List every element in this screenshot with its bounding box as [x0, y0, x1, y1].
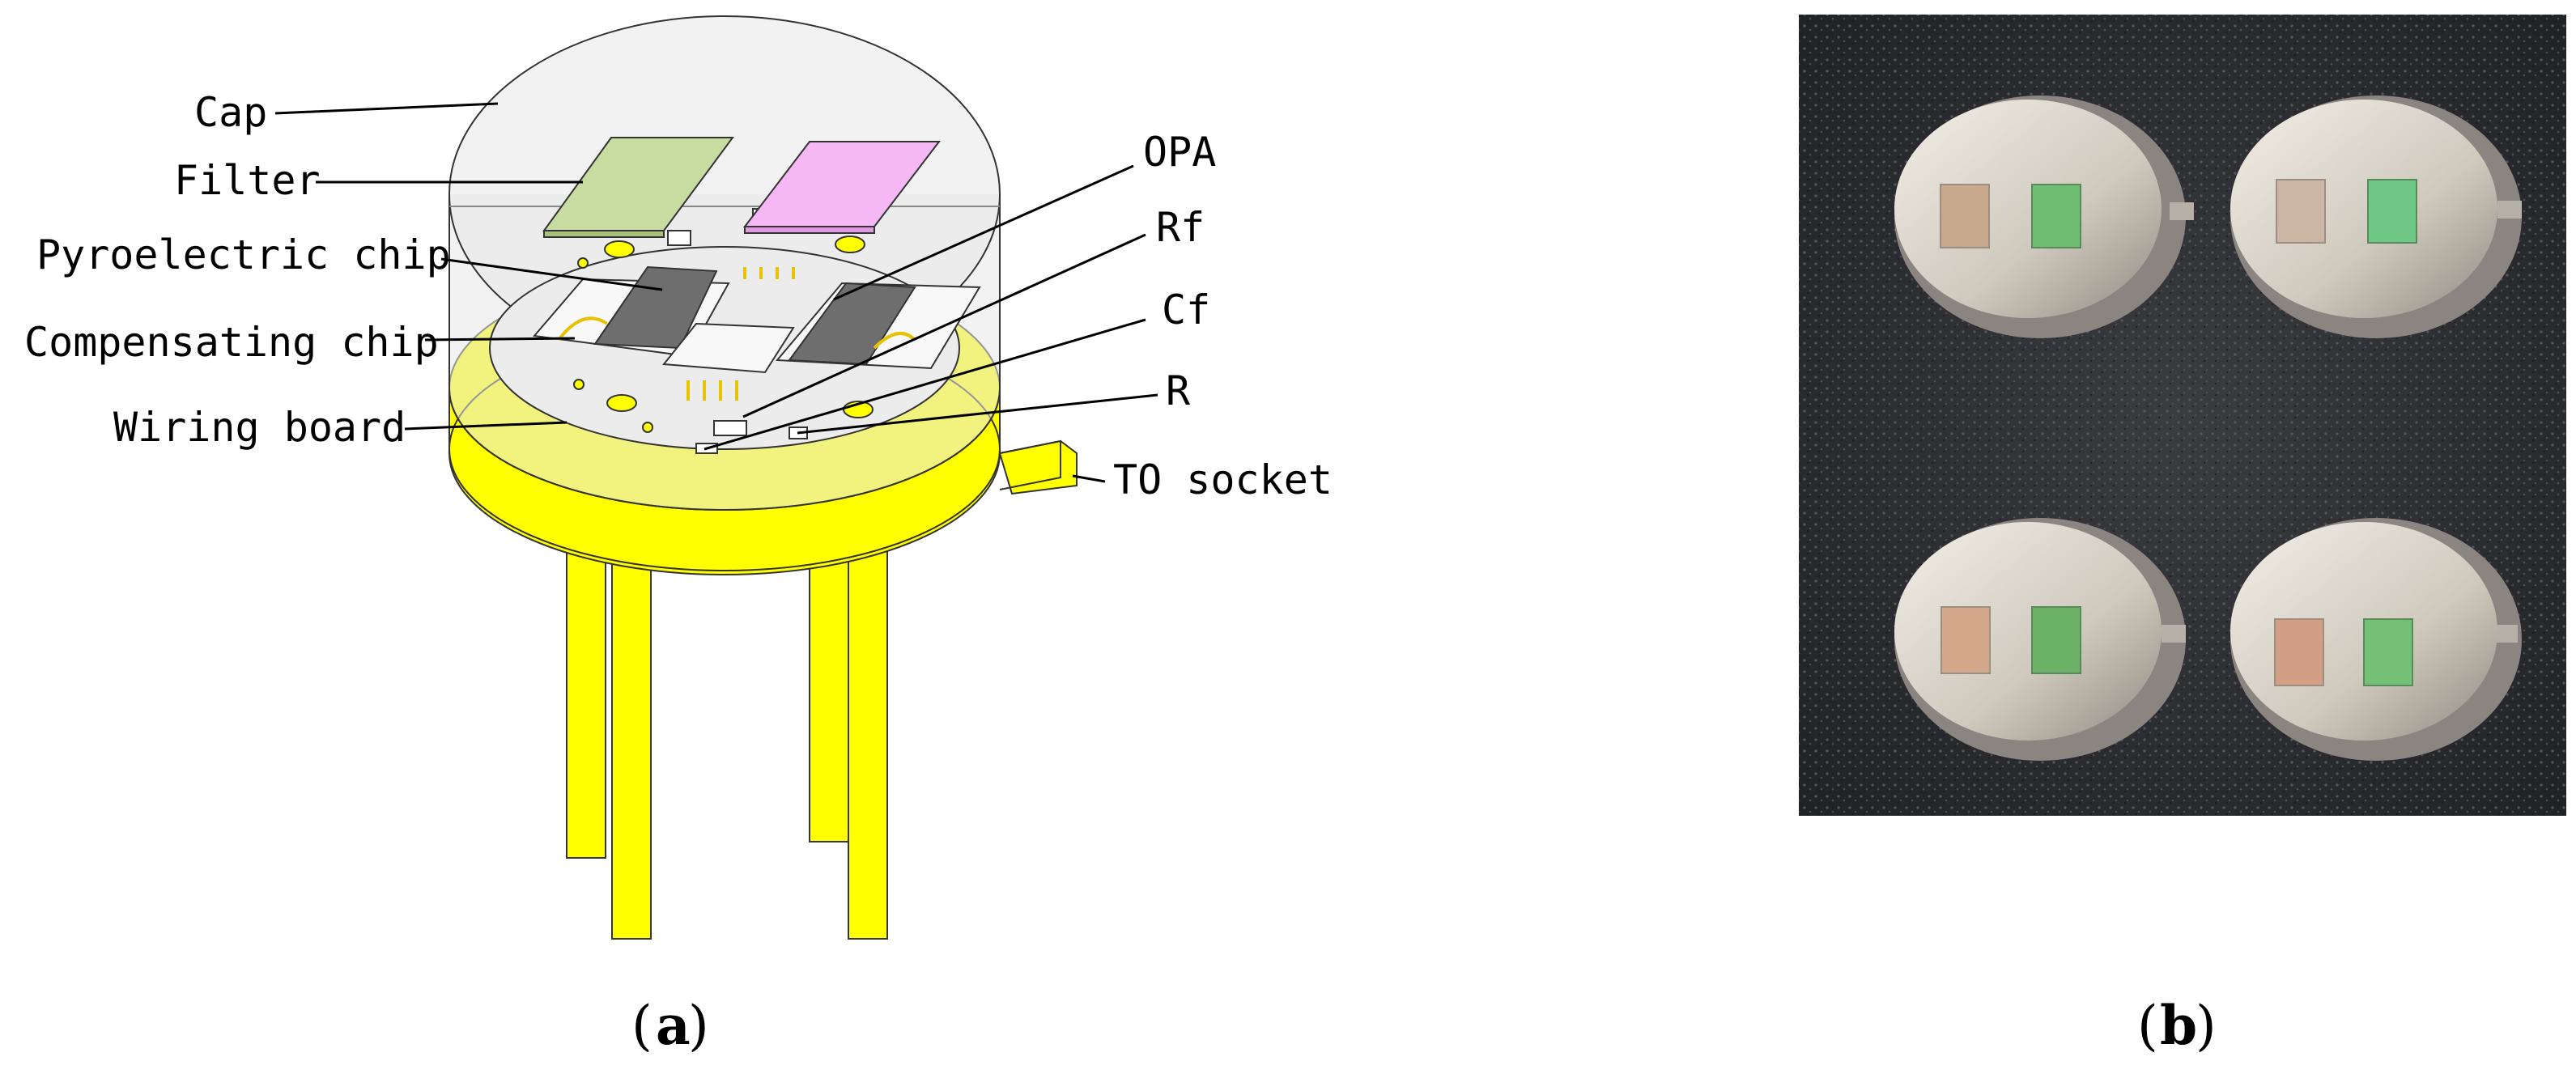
leader-lines — [274, 102, 1158, 483]
panel-b-photo: ( b ) — [1799, 15, 2566, 1057]
caption-a-letter: a — [656, 994, 691, 1057]
socket-legs — [566, 517, 888, 940]
svg-text:(: ( — [2137, 995, 2158, 1057]
svg-text:): ) — [2196, 995, 2217, 1057]
svg-text:): ) — [688, 995, 709, 1057]
sensor-top-left — [1894, 95, 2194, 338]
label-wiring-board: Wiring board — [113, 404, 406, 451]
filters — [542, 137, 942, 238]
svg-text:(: ( — [631, 995, 653, 1057]
sensor-top-right — [2230, 95, 2522, 338]
label-filter: Filter — [174, 157, 321, 204]
wiring-board — [489, 208, 981, 454]
caption-b: ( b ) — [2137, 994, 2217, 1057]
label-rf: Rf — [1156, 204, 1205, 251]
caption-b-letter: b — [2160, 994, 2197, 1057]
panel-a-labels: Cap Filter Pyroelectric chip Compensatin… — [24, 89, 1333, 503]
caption-a: ( a ) — [631, 994, 709, 1057]
label-cap: Cap — [194, 89, 267, 136]
sensor-bottom-left — [1894, 518, 2186, 761]
label-compensating-chip: Compensating chip — [24, 319, 439, 366]
label-to-socket: TO socket — [1113, 456, 1333, 503]
label-cf: Cf — [1162, 286, 1210, 333]
label-pyroelectric-chip: Pyroelectric chip — [36, 231, 451, 278]
label-opa: OPA — [1143, 129, 1216, 176]
panel-a-diagram: Cap Filter Pyroelectric chip Compensatin… — [24, 15, 1333, 1057]
sensor-bottom-right — [2230, 518, 2522, 761]
label-r: R — [1166, 367, 1191, 414]
